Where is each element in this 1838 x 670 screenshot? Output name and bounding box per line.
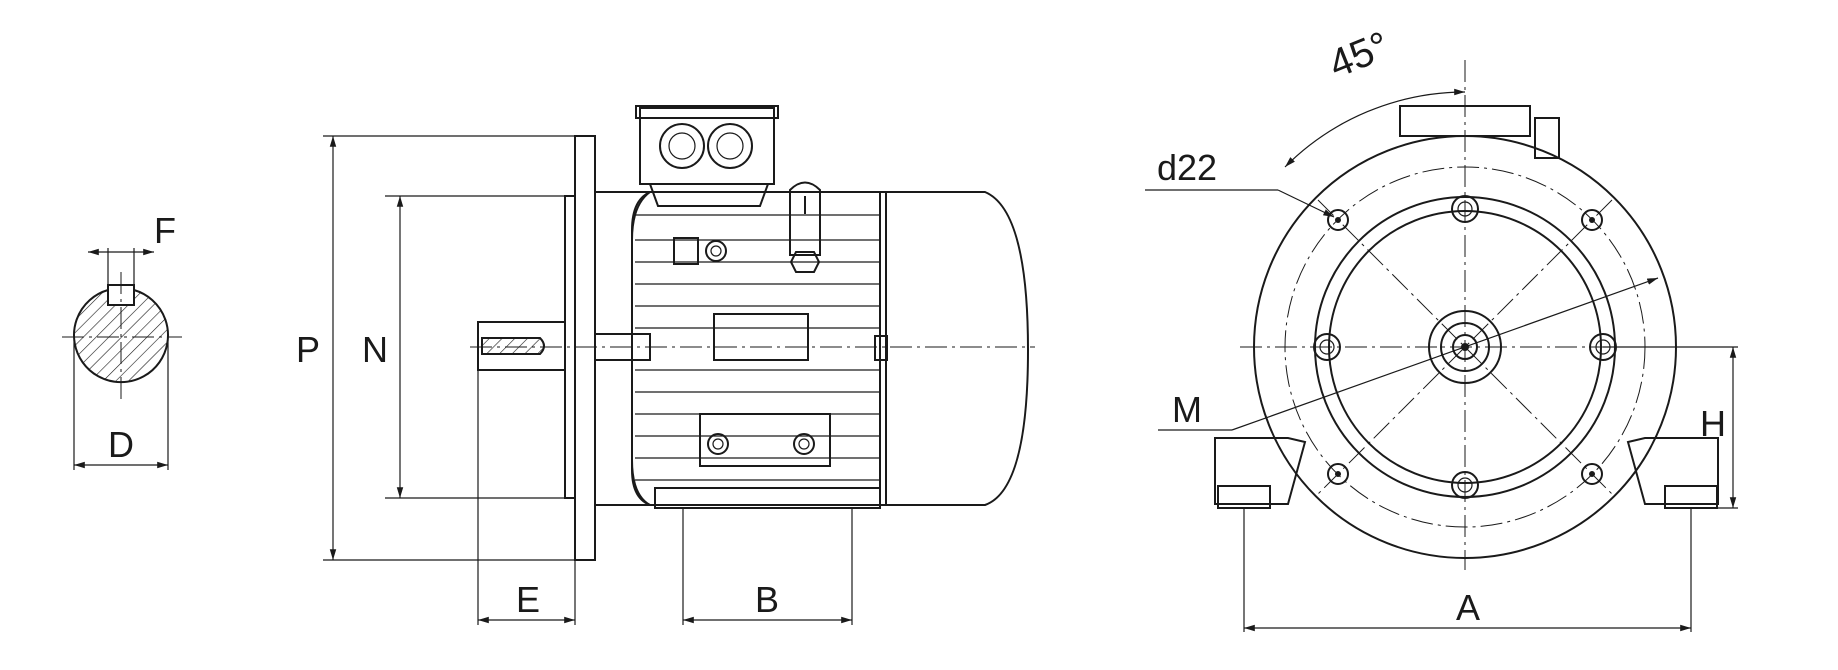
motor-side-view: P N E B xyxy=(296,105,1035,625)
dim-label-d22: d22 xyxy=(1157,147,1217,188)
shaft-keyway-section xyxy=(481,337,545,355)
foot-bolt-right xyxy=(793,433,815,455)
terminal-box-lid xyxy=(635,105,779,119)
dim-label-p: P xyxy=(296,329,320,370)
terminal-box-base xyxy=(649,183,769,207)
dim-label-b: B xyxy=(755,579,779,620)
motor-body-outline xyxy=(631,191,881,506)
mount-foot xyxy=(699,413,831,467)
dim-label-f: F xyxy=(154,210,176,251)
dim-label-e: E xyxy=(516,579,540,620)
foot-bolt-left-inner xyxy=(712,438,724,450)
foot-bolt-left xyxy=(707,433,729,455)
cable-gland-right xyxy=(707,123,753,169)
nameplate xyxy=(713,313,809,361)
shaft xyxy=(477,321,566,371)
m-leader-diag xyxy=(1231,277,1659,431)
dim-label-angle: 45° xyxy=(1323,24,1396,87)
shaft-section-view: F D xyxy=(62,210,182,470)
cable-gland-right-inner xyxy=(716,132,744,160)
ground-bolt-inner xyxy=(710,245,722,257)
terminal-box xyxy=(639,107,775,185)
d22-leader-diag xyxy=(1277,189,1335,218)
cable-gland-left xyxy=(659,123,705,169)
front-foot-right xyxy=(1626,437,1719,505)
flange-plate xyxy=(574,135,596,561)
dim-label-d: D xyxy=(108,424,134,465)
ground-block xyxy=(673,237,699,265)
motor-front-view: 45° d22 M H A xyxy=(1145,24,1738,632)
front-lifting-eye xyxy=(1534,117,1560,159)
angle-arc xyxy=(1284,88,1466,168)
foot-bolt-right-inner xyxy=(798,438,810,450)
shaft-rear-stub xyxy=(874,335,888,361)
dim-label-h: H xyxy=(1700,403,1726,444)
dim-label-a: A xyxy=(1456,587,1480,628)
lifting-eye xyxy=(789,181,821,256)
hex-bolt xyxy=(789,251,821,273)
dim-label-n: N xyxy=(362,329,388,370)
shaft-bearing xyxy=(594,333,651,361)
cooling-fins xyxy=(635,214,880,481)
cable-gland-left-inner xyxy=(668,132,696,160)
dim-label-m: M xyxy=(1172,389,1202,430)
fan-cover xyxy=(879,191,1030,506)
ground-bolt xyxy=(705,240,727,262)
front-foot-left xyxy=(1214,437,1307,505)
